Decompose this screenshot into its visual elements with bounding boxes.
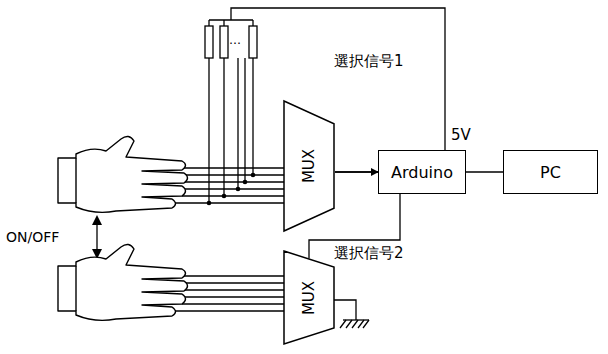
resistor-bus xyxy=(209,19,253,20)
signal-name: 選択信号2 xyxy=(334,244,404,262)
controller-box: Arduino xyxy=(378,150,466,194)
resistor-symbol xyxy=(249,26,257,58)
supply-wire xyxy=(231,8,445,150)
glove-hand xyxy=(58,136,188,212)
signal-wire xyxy=(335,171,378,172)
signal-name: 選択信号1 xyxy=(334,52,404,70)
mux-block: MUX xyxy=(283,250,335,345)
mux-label: MUX xyxy=(300,149,318,183)
state-label: ON/OFF xyxy=(6,229,59,246)
mux-label: MUX xyxy=(300,280,318,314)
glove-hand xyxy=(58,244,188,320)
signal-wire xyxy=(466,171,503,172)
resistor-symbol xyxy=(205,26,213,58)
mux-block: MUX xyxy=(283,100,335,232)
ground-wire xyxy=(334,300,356,320)
ellipsis-mark: … xyxy=(229,33,241,47)
box-label: PC xyxy=(540,163,561,182)
ground-symbol xyxy=(343,319,369,320)
toggle-arrow xyxy=(96,222,97,252)
resistor-symbol xyxy=(220,26,228,58)
voltage-label: 5V xyxy=(451,126,471,144)
computer-box: PC xyxy=(503,150,598,194)
signal-arrow xyxy=(335,171,378,172)
box-label: Arduino xyxy=(391,163,453,182)
